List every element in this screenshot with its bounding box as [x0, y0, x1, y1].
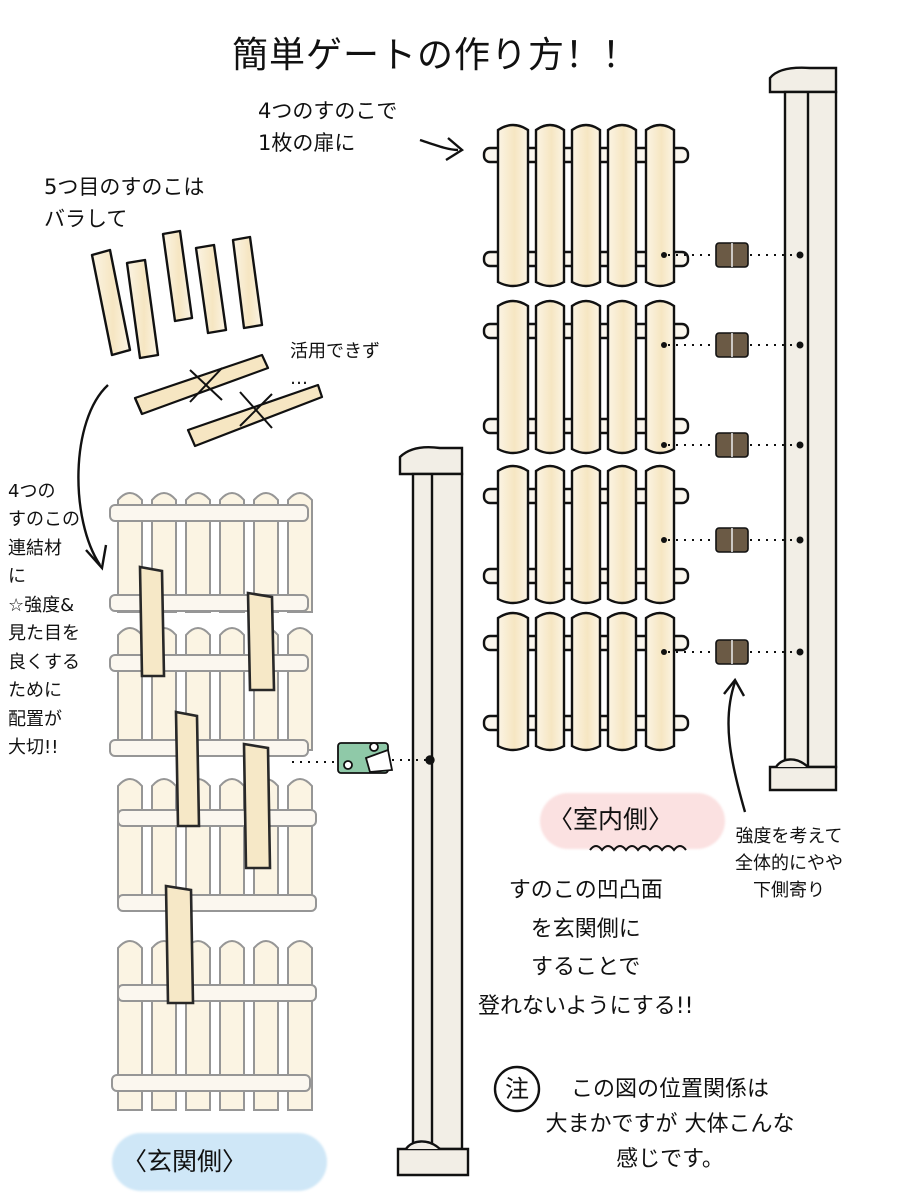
loose-planks: [90, 229, 264, 360]
entrance-slat: [117, 627, 143, 751]
page-title: 簡単ゲートの作り方！！: [232, 35, 640, 76]
entrance-label-background: [112, 1133, 327, 1191]
entrance-rail: [117, 809, 317, 827]
indoor-slat: [496, 123, 530, 288]
indoor-slat: [570, 611, 602, 752]
indoor-slat: [644, 299, 676, 455]
hinge-point: [796, 536, 804, 544]
entrance-side-gate: [109, 492, 317, 1111]
note-scrap: 活用できず …: [290, 341, 380, 389]
entrance-slat: [117, 778, 143, 906]
entrance-slat: [185, 492, 211, 613]
hinge-point: [796, 441, 804, 449]
indoor-slat: [496, 611, 530, 752]
hinge-point: [661, 342, 667, 348]
indoor-slat: [644, 611, 676, 752]
strength-arrow-icon: [723, 677, 747, 813]
indoor-slat: [534, 611, 566, 752]
hinge-point: [661, 252, 667, 258]
indoor-slat: [534, 299, 566, 455]
entrance-slat: [219, 492, 245, 613]
entrance-rail: [109, 504, 309, 522]
note-uneven-side: すのこの凹凸面 を玄関側に することで 登れないようにする!!: [478, 878, 694, 1019]
indoor-slat: [644, 123, 676, 288]
indoor-slat: [496, 464, 530, 605]
indoor-slat: [570, 123, 602, 288]
indoor-slat: [606, 464, 638, 605]
indoor-label-background: [540, 793, 725, 849]
entrance-slat: [287, 778, 313, 906]
indoor-slat: [534, 464, 566, 605]
latch-bracket-icon: [337, 742, 394, 774]
hinge-point: [796, 251, 804, 259]
note-disclaimer: この図の位置関係は 大まかですが 大体こんな 感じです。: [545, 1077, 795, 1173]
entrance-slat: [287, 627, 313, 751]
entrance-rail: [109, 739, 309, 757]
indoor-slat: [570, 464, 602, 605]
curved-arrow-icon: [77, 384, 109, 571]
right-post: [768, 66, 838, 792]
arrow-icon: [419, 137, 465, 162]
indoor-slat: [496, 299, 530, 455]
entrance-slat: [287, 940, 313, 1111]
note-fifth-slat: 5つ目のすのこは バラして: [44, 175, 205, 231]
disclaimer-mark: 注: [505, 1075, 529, 1103]
indoor-slat: [534, 123, 566, 288]
entrance-label: 〈玄関側〉: [122, 1147, 248, 1176]
hinges: [661, 242, 804, 665]
connector-bar: [174, 710, 201, 828]
indoor-slat: [606, 299, 638, 455]
connector-bar: [138, 565, 166, 678]
entrance-slat: [219, 627, 245, 751]
entrance-slat: [287, 492, 313, 613]
connector-bar: [164, 884, 195, 1005]
entrance-rail: [117, 984, 317, 1002]
note-connector-placement: 4つの すのこの 連結材 に ☆強度& 見た目を 良くする ために 配置が 大切…: [8, 481, 80, 758]
indoor-side-gate: [482, 123, 690, 752]
indoor-slat: [606, 123, 638, 288]
hinge-point: [796, 648, 804, 656]
note-strength: 強度を考えて 全体的にやや 下側寄り: [735, 826, 843, 901]
entrance-slat: [253, 492, 279, 613]
hinge-point: [661, 649, 667, 655]
indoor-slat: [570, 299, 602, 455]
indoor-label: 〈室内側〉: [548, 805, 674, 834]
hinge-point: [661, 537, 667, 543]
entrance-rail: [117, 894, 317, 912]
connector-bars: [133, 353, 324, 448]
disclaimer-circle: [493, 1065, 541, 1113]
note-four-to-one: 4つのすのこで 1枚の扉に: [258, 99, 398, 155]
entrance-slat: [219, 778, 245, 906]
left-post: [396, 445, 470, 1177]
connector-bar: [246, 591, 276, 692]
indoor-slat: [644, 464, 676, 605]
hinge-point: [796, 341, 804, 349]
entrance-rail: [109, 654, 309, 672]
indoor-squiggle: [589, 845, 687, 852]
indoor-slat: [606, 611, 638, 752]
entrance-rail: [111, 1074, 311, 1092]
cross-mark-icon: [189, 367, 273, 429]
connector-bar: [242, 742, 272, 870]
hinge-point: [661, 442, 667, 448]
